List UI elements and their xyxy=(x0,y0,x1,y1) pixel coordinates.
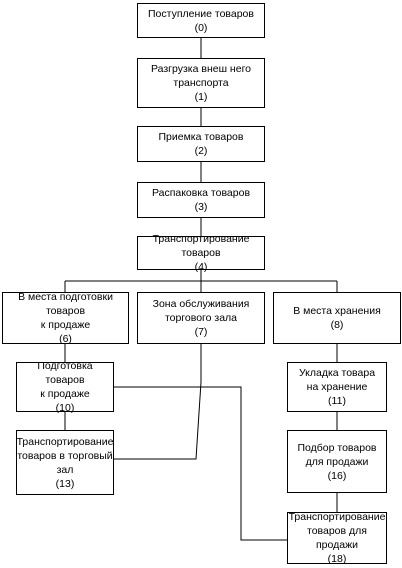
node-10-number: (10) xyxy=(55,402,75,414)
node-13: Транспортирование товаров в торговый зал… xyxy=(16,430,114,495)
node-2-number: (2) xyxy=(194,145,208,157)
node-2: Приемка товаров (2) xyxy=(137,126,265,162)
node-13-label: Транспортирование товаров в торговый зал xyxy=(16,435,114,476)
node-3-number: (3) xyxy=(194,201,208,213)
node-10: Подготовка товаров к продаже (10) xyxy=(16,360,114,414)
node-6-number: (6) xyxy=(59,333,72,345)
node-11: Укладка товара на хранение (11) xyxy=(287,362,387,412)
node-8-label: В места хранения xyxy=(293,305,381,317)
node-7-label: Зона обслуживания торгового зала xyxy=(152,298,250,324)
edge-10-18 xyxy=(114,386,287,541)
node-11-number: (11) xyxy=(328,395,346,407)
node-13-number: (13) xyxy=(55,477,75,490)
node-0-label: Поступление товаров xyxy=(148,7,254,20)
node-1: Разгрузка внеш него транспорта (1) xyxy=(137,58,265,108)
node-10-label: Подготовка товаров к продаже xyxy=(37,360,93,400)
node-11-label: Укладка товара на хранение xyxy=(298,367,376,393)
node-4: Транспортирование товаров (4) xyxy=(137,233,265,273)
node-16: Подбор товаров для продажи (16) xyxy=(287,430,387,493)
node-3-label: Распаковка товаров xyxy=(151,187,251,199)
node-8: В места хранения (8) xyxy=(273,292,401,344)
node-18: Транспортирование товаров для продажи (1… xyxy=(287,511,387,565)
node-7-number: (7) xyxy=(194,326,208,338)
node-16-number: (16) xyxy=(327,469,347,482)
node-6: В места подготовки товаров к продаже (6) xyxy=(2,291,129,345)
node-6-label: В места подготовки товаров к продаже xyxy=(18,291,113,331)
node-0: Поступление товаров (0) xyxy=(137,3,265,38)
node-18-label: Транспортирование товаров для продажи xyxy=(288,511,386,551)
node-4-number: (4) xyxy=(194,261,208,273)
node-8-number: (8) xyxy=(330,319,344,331)
node-1-number: (1) xyxy=(194,91,208,103)
node-7: Зона обслуживания торгового зала (7) xyxy=(137,292,265,344)
node-18-number: (18) xyxy=(327,553,347,565)
node-0-number: (0) xyxy=(194,21,208,34)
node-3: Распаковка товаров (3) xyxy=(137,182,265,218)
node-2-label: Приемка товаров xyxy=(158,131,244,143)
node-4-label: Транспортирование товаров xyxy=(152,233,250,259)
edge-7-13 xyxy=(114,344,202,460)
node-1-label: Разгрузка внеш него транспорта xyxy=(150,63,252,89)
node-16-label: Подбор товаров для продажи xyxy=(297,441,377,468)
